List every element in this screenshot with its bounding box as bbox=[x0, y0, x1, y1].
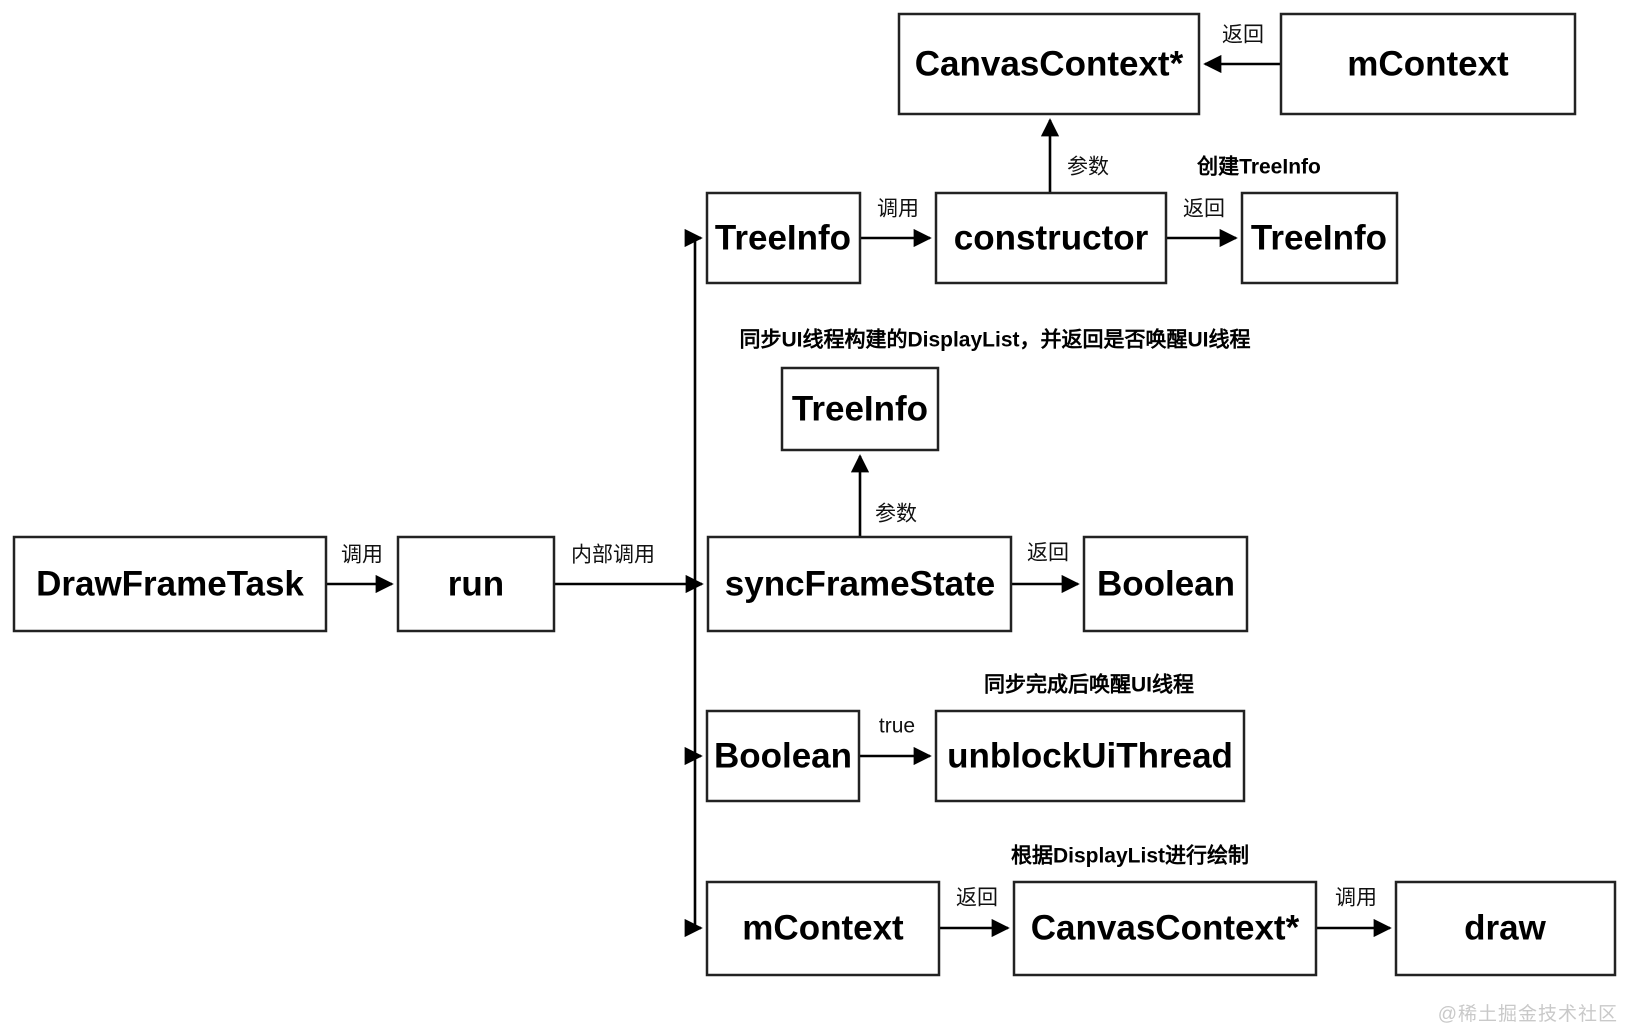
node-label-draw: draw bbox=[1464, 908, 1546, 947]
edge-label-call-run: 调用 bbox=[341, 544, 383, 567]
notes: 创建TreeInfo 同步UI线程构建的DisplayList，并返回是否唤醒U… bbox=[739, 155, 1320, 868]
note-sync-display-list: 同步UI线程构建的DisplayList，并返回是否唤醒UI线程 bbox=[739, 328, 1250, 352]
edge-label-mcontext-return-bottom: 返回 bbox=[956, 887, 998, 910]
node-unblockuithread[interactable]: unblockUiThread bbox=[934, 709, 1246, 803]
node-canvascontext-bottom[interactable]: CanvasContext* bbox=[1012, 880, 1318, 977]
watermark: @稀土掘金技术社区 bbox=[1437, 1004, 1618, 1025]
edge-label-treeinfo-call: 调用 bbox=[877, 198, 919, 221]
edge-label-constructor-param: 参数 bbox=[1067, 156, 1109, 179]
edge-label-sync-param: 参数 bbox=[875, 503, 917, 526]
edge-label-boolean-true: true bbox=[879, 715, 915, 738]
node-label-mcontext-bottom: mContext bbox=[742, 908, 904, 947]
node-syncframestate[interactable]: syncFrameState bbox=[706, 535, 1013, 633]
edge-labels: 调用 内部调用 调用 返回 参数 返回 参数 返回 true 返回 调用 bbox=[341, 24, 1377, 910]
node-label-unblockuithread: unblockUiThread bbox=[947, 736, 1233, 775]
nodes: DrawFrameTask run TreeInfo constructor T… bbox=[12, 12, 1617, 977]
node-treeinfo-param[interactable]: TreeInfo bbox=[780, 366, 940, 452]
node-label-treeinfo-call: TreeInfo bbox=[715, 218, 851, 257]
node-label-syncframestate: syncFrameState bbox=[725, 564, 995, 603]
node-boolean-true[interactable]: Boolean bbox=[705, 709, 861, 803]
node-label-canvascontext-top: CanvasContext* bbox=[915, 44, 1184, 83]
node-constructor[interactable]: constructor bbox=[934, 191, 1168, 285]
node-draw[interactable]: draw bbox=[1394, 880, 1617, 977]
edge-label-canvas-call-draw: 调用 bbox=[1335, 887, 1377, 910]
node-label-boolean-return: Boolean bbox=[1097, 564, 1235, 603]
node-drawframetask[interactable]: DrawFrameTask bbox=[12, 535, 328, 633]
node-mcontext-bottom[interactable]: mContext bbox=[705, 880, 941, 977]
edge-label-internal-call: 内部调用 bbox=[571, 544, 655, 567]
note-create-treeinfo: 创建TreeInfo bbox=[1196, 155, 1321, 179]
node-label-treeinfo-param: TreeInfo bbox=[792, 389, 928, 428]
note-unblock-ui-thread: 同步完成后唤醒UI线程 bbox=[984, 673, 1194, 697]
edge-label-mcontext-return: 返回 bbox=[1222, 24, 1264, 47]
node-label-run: run bbox=[448, 564, 504, 603]
node-mcontext-top[interactable]: mContext bbox=[1279, 12, 1577, 116]
edge-label-sync-return: 返回 bbox=[1027, 542, 1069, 565]
node-label-treeinfo-return: TreeInfo bbox=[1251, 218, 1387, 257]
node-treeinfo-return[interactable]: TreeInfo bbox=[1240, 191, 1399, 285]
node-label-constructor: constructor bbox=[954, 218, 1149, 257]
node-label-mcontext-top: mContext bbox=[1347, 44, 1509, 83]
note-draw-displaylist: 根据DisplayList进行绘制 bbox=[1011, 844, 1249, 868]
node-run[interactable]: run bbox=[396, 535, 556, 633]
edge-label-constructor-return: 返回 bbox=[1183, 198, 1225, 221]
node-label-drawframetask: DrawFrameTask bbox=[36, 564, 304, 603]
node-treeinfo-call[interactable]: TreeInfo bbox=[705, 191, 862, 285]
node-label-boolean-true: Boolean bbox=[714, 736, 852, 775]
edges bbox=[326, 54, 1392, 938]
node-canvascontext-top[interactable]: CanvasContext* bbox=[897, 12, 1201, 116]
node-boolean-return[interactable]: Boolean bbox=[1082, 535, 1249, 633]
node-label-canvascontext-bottom: CanvasContext* bbox=[1031, 908, 1300, 947]
